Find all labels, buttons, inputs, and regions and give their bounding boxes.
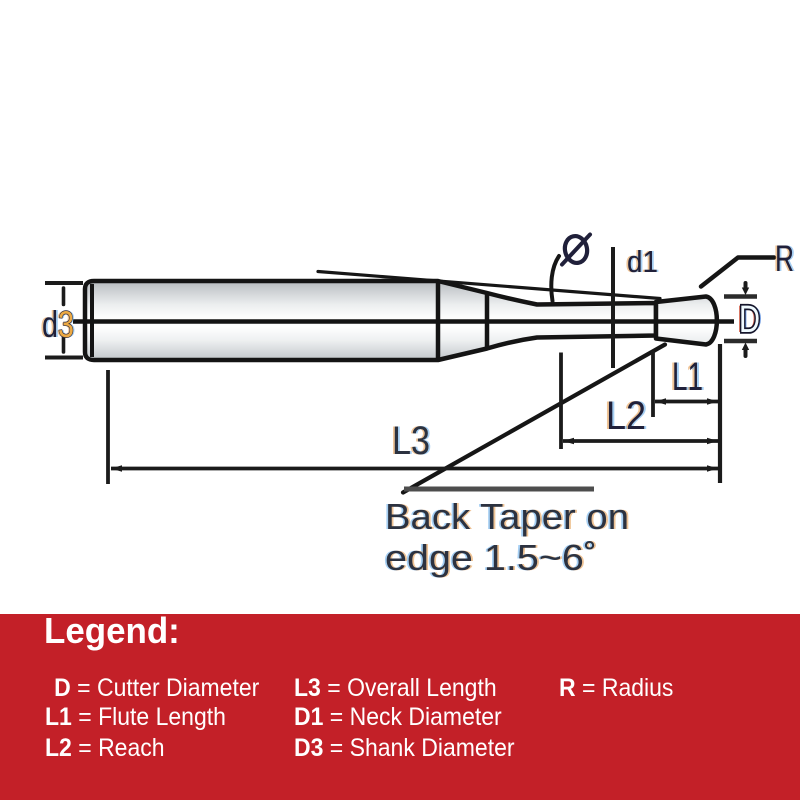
svg-text:L1: L1 bbox=[670, 355, 701, 399]
svg-text:edge 1.5~6˚: edge 1.5~6˚ bbox=[383, 537, 595, 578]
svg-text:edge 1.5~6˚: edge 1.5~6˚ bbox=[385, 537, 597, 578]
svg-text:d3: d3 bbox=[44, 304, 76, 345]
svg-text:L3: L3 bbox=[390, 419, 428, 463]
svg-text:edge 1.5~6˚: edge 1.5~6˚ bbox=[387, 537, 599, 578]
svg-text:L1: L1 bbox=[674, 355, 705, 399]
svg-text:L1: L1 bbox=[672, 355, 703, 399]
svg-text:R: R bbox=[777, 238, 796, 279]
svg-text:d3: d3 bbox=[42, 304, 74, 345]
svg-text:D: D bbox=[737, 299, 758, 341]
svg-text:Back Taper on: Back Taper on bbox=[387, 496, 631, 537]
svg-text:d1: d1 bbox=[629, 244, 660, 279]
svg-text:Back Taper on: Back Taper on bbox=[383, 496, 627, 537]
svg-text:Back Taper on: Back Taper on bbox=[385, 496, 629, 537]
svg-text:L2: L2 bbox=[604, 394, 644, 438]
svg-text:d3: d3 bbox=[40, 304, 72, 345]
svg-text:D: D bbox=[739, 299, 760, 341]
svg-text:L2: L2 bbox=[606, 394, 646, 438]
svg-text:L2: L2 bbox=[608, 394, 648, 438]
svg-text:R: R bbox=[775, 238, 794, 279]
svg-text:d1: d1 bbox=[627, 244, 658, 279]
svg-text:L3: L3 bbox=[394, 419, 432, 463]
svg-text:L3: L3 bbox=[392, 419, 430, 463]
svg-text:D: D bbox=[741, 299, 762, 341]
svg-text:3: 3 bbox=[58, 304, 74, 345]
svg-text:d1: d1 bbox=[625, 244, 656, 279]
svg-text:R: R bbox=[773, 238, 792, 279]
